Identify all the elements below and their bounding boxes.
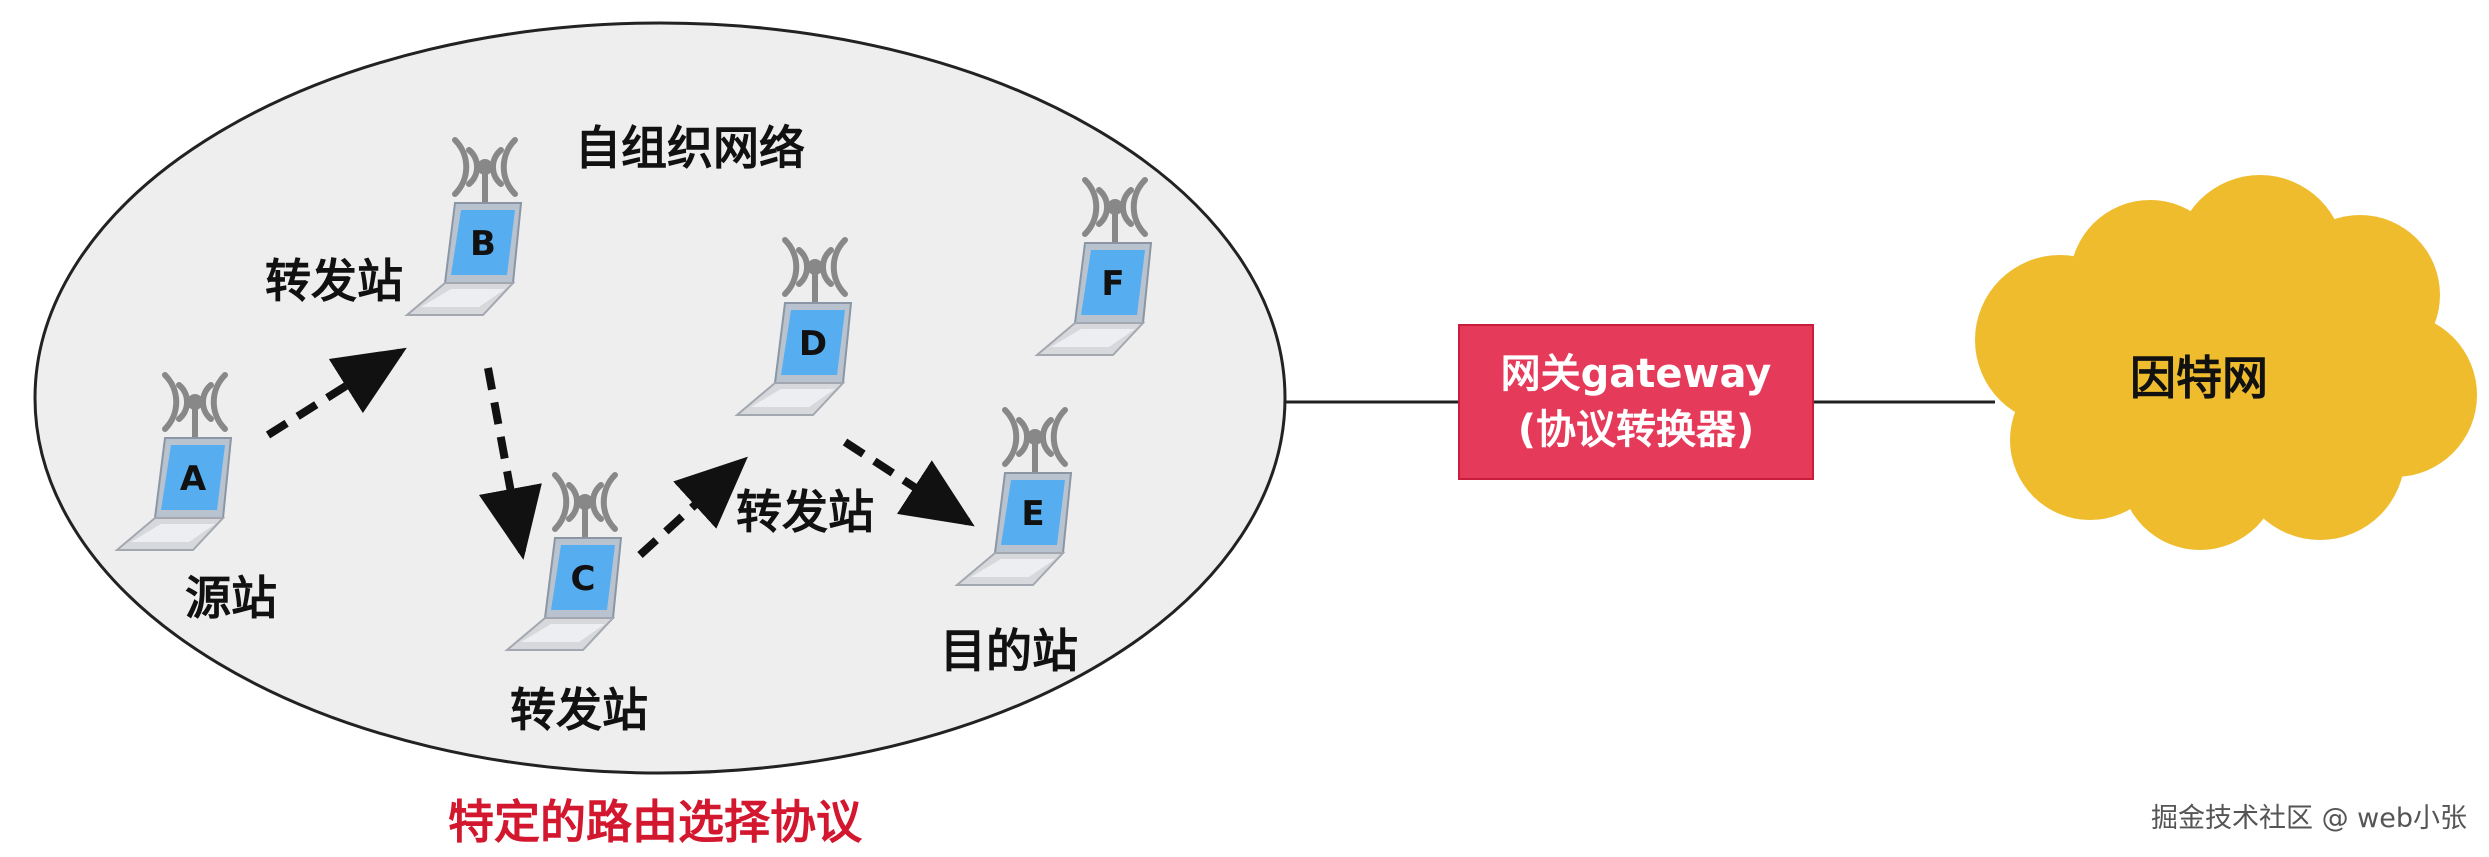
internet-label: 因特网 bbox=[2130, 351, 2268, 405]
station-caption-d: 转发站 bbox=[736, 485, 874, 539]
laptop-icon bbox=[954, 472, 1073, 586]
network-title: 自组织网络 bbox=[575, 121, 805, 175]
gateway-box: 网关gateway (协议转换器) bbox=[1458, 324, 1814, 480]
station-letter-f: F bbox=[1101, 264, 1124, 304]
laptop-icon bbox=[504, 537, 623, 651]
stations: A B C D E F bbox=[114, 137, 1153, 651]
station-caption-e: 目的站 bbox=[940, 624, 1078, 678]
gateway-subtitle: (协议转换器) bbox=[1517, 407, 1755, 453]
laptop-icon bbox=[1034, 242, 1153, 356]
station-f: F bbox=[1034, 177, 1153, 356]
gateway-title: 网关gateway bbox=[1500, 351, 1772, 397]
routing-protocol-caption: 特定的路由选择协议 bbox=[448, 795, 862, 849]
station-letter-d: D bbox=[799, 324, 827, 364]
arrow-c-to-d bbox=[637, 456, 748, 558]
laptop-icon bbox=[114, 437, 233, 551]
station-letter-b: B bbox=[470, 224, 496, 264]
arrow-b-to-c bbox=[478, 367, 542, 560]
station-letter-a: A bbox=[180, 459, 207, 499]
station-caption-c: 转发站 bbox=[510, 683, 648, 737]
station-letter-e: E bbox=[1021, 494, 1044, 534]
laptop-icon bbox=[404, 202, 523, 316]
station-letter-c: C bbox=[571, 559, 596, 599]
routing-arrows bbox=[265, 347, 975, 560]
station-e: E bbox=[954, 407, 1073, 586]
watermark: 掘金技术社区 @ web小张 bbox=[2151, 803, 2467, 834]
arrow-d-to-e bbox=[842, 438, 975, 527]
station-b: B bbox=[404, 137, 523, 316]
laptop-icon bbox=[734, 302, 853, 416]
cloud-icon bbox=[1975, 175, 2477, 550]
station-caption-b: 转发站 bbox=[265, 254, 403, 308]
station-caption-a: 源站 bbox=[185, 571, 277, 625]
arrow-a-to-b bbox=[265, 347, 407, 439]
station-d: D bbox=[734, 237, 853, 416]
station-a: A bbox=[114, 372, 233, 551]
station-c: C bbox=[504, 472, 623, 651]
